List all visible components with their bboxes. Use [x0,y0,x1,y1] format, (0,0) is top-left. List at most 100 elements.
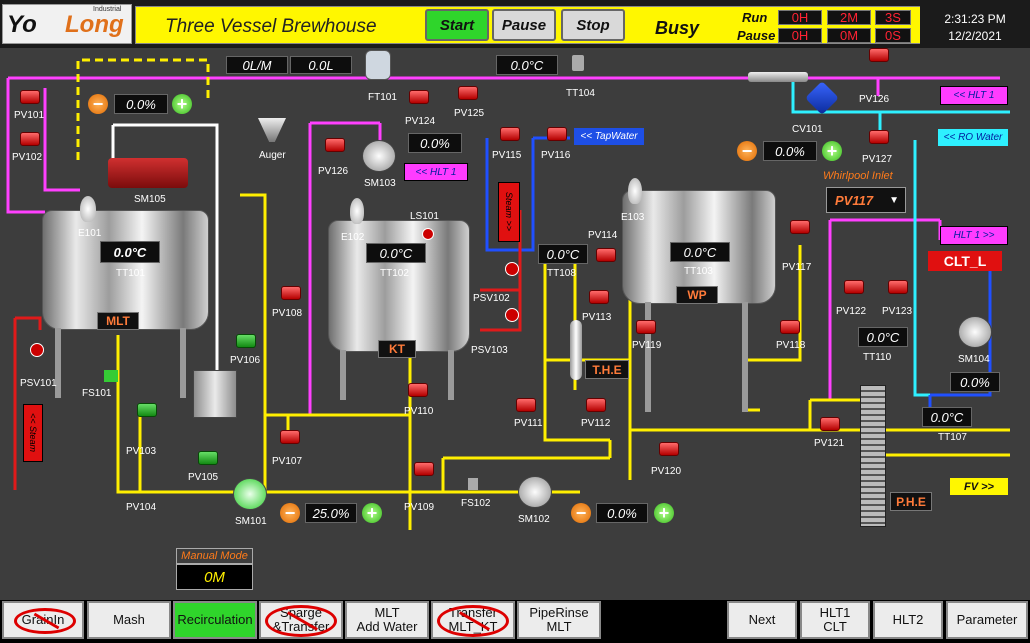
valve-pv121[interactable] [820,417,840,431]
pipe-fitting-icon [748,72,808,82]
run-hours: 0H [778,10,822,25]
grant-vessel-icon [193,370,237,418]
nav-next-button[interactable]: Next [727,601,797,639]
sm103-setpoint[interactable]: 0.0% [408,133,462,153]
tag-pv126-kt: PV126 [318,166,349,177]
valve-pv115[interactable] [500,127,520,141]
valve-pv110[interactable] [408,383,428,397]
tag-pv119: PV119 [632,340,662,351]
tag-ft101: FT101 [368,92,397,103]
valve-pv126[interactable] [869,48,889,62]
phe-label: P.H.E [890,492,932,511]
valve-pv111[interactable] [516,398,536,412]
valve-pv124[interactable] [409,90,429,104]
nav-hlt2-label: HLT2 [892,612,924,627]
temp-sensor-icon [572,55,584,71]
nav-next-label: Next [748,612,776,627]
valve-pv117[interactable] [790,220,810,234]
grain-decrease-button[interactable]: − [88,94,108,114]
pump-sm104-icon[interactable] [958,316,992,348]
valve-pv105[interactable] [198,451,218,465]
nav-parameter-button[interactable]: Parameter [946,601,1028,639]
sm102-increase-button[interactable]: + [654,503,674,523]
start-button[interactable]: Start [425,9,489,41]
valve-pv109[interactable] [414,462,434,476]
valve-pv102[interactable] [20,132,40,146]
valve-pv127[interactable] [869,130,889,144]
nav-mash-button[interactable]: Mash [87,601,171,639]
kt-label: KT [378,340,416,358]
flow-switch-icon [104,370,118,382]
cv101-setpoint[interactable]: 0.0% [763,141,817,161]
valve-pv118[interactable] [780,320,800,334]
chevron-down-icon: ▼ [889,194,899,206]
flow-meter-icon [365,50,391,80]
whirlpool-inlet-select[interactable]: PV117 ▼ [826,187,906,213]
tube-heat-exchanger-icon [570,320,582,380]
sm101-setpoint[interactable]: 25.0% [305,503,357,523]
valve-pv123[interactable] [888,280,908,294]
grain-increase-button[interactable]: + [172,94,192,114]
valve-pv101[interactable] [20,90,40,104]
pump-sm101-icon[interactable] [233,478,267,510]
tag-pv112: PV112 [581,418,611,429]
valve-pv107[interactable] [280,430,300,444]
tag-tt103: TT103 [684,266,713,277]
valve-pv119[interactable] [636,320,656,334]
valve-pv116[interactable] [547,127,567,141]
nav-grainin-button[interactable]: GrainIn [2,601,84,639]
wp-leg [645,302,651,412]
nav-clt-label: CLT [823,619,847,634]
grain-setpoint[interactable]: 0.0% [114,94,168,114]
run-minutes: 2M [827,10,871,25]
sm102-decrease-button[interactable]: − [571,503,591,523]
sm104-setpoint[interactable]: 0.0% [950,372,1000,392]
pump-sm103-icon[interactable] [362,140,396,172]
pause-button[interactable]: Pause [492,9,556,41]
nav-sparge-transfer-button[interactable]: Sparge&Transfer [259,601,343,639]
nav-mlt-label: MLT [374,605,400,620]
sm101-increase-button[interactable]: + [362,503,382,523]
cv101-decrease-button[interactable]: − [737,141,757,161]
status-text: Busy [655,18,700,38]
plate-heat-exchanger-icon [860,385,886,527]
wp-label: WP [676,286,718,304]
tag-pv120: PV120 [651,466,682,477]
valve-pv114[interactable] [596,248,616,262]
pipe-red-steam-left [15,316,42,330]
wp-temp-display: 0.0°C [670,242,730,262]
nav-recirculation-button[interactable]: Recirculation [173,601,257,639]
valve-pv126-kt[interactable] [325,138,345,152]
sm102-setpoint[interactable]: 0.0% [596,503,648,523]
valve-pv106[interactable] [236,334,256,348]
tag-pv105: PV105 [188,472,219,483]
tag-tt110: TT110 [863,352,892,363]
nav-hlt2-button[interactable]: HLT2 [873,601,943,639]
cv101-increase-button[interactable]: + [822,141,842,161]
logo-industrial: Industrial [93,6,122,13]
steam-left-label: << Steam [23,404,43,462]
valve-pv108[interactable] [281,286,301,300]
pipe-cyan [791,78,1010,114]
pump-sm102-icon[interactable] [518,476,552,508]
mlt-leg [55,328,61,398]
spray-ball-e102-icon [350,198,364,224]
stop-button[interactable]: Stop [561,9,625,41]
valve-pv103[interactable] [137,403,157,417]
tag-pv118: PV118 [776,340,806,351]
level-switch-icon [422,228,434,240]
valve-pv125[interactable] [458,86,478,100]
tag-pv126: PV126 [859,94,890,105]
valve-pv113[interactable] [589,290,609,304]
valve-pv120[interactable] [659,442,679,456]
nav-parameter-label: Parameter [956,612,1018,627]
valve-pv122[interactable] [844,280,864,294]
logo-long: Long [65,11,124,38]
sm101-decrease-button[interactable]: − [280,503,300,523]
valve-pv112[interactable] [586,398,606,412]
tag-pv124: PV124 [405,116,436,127]
